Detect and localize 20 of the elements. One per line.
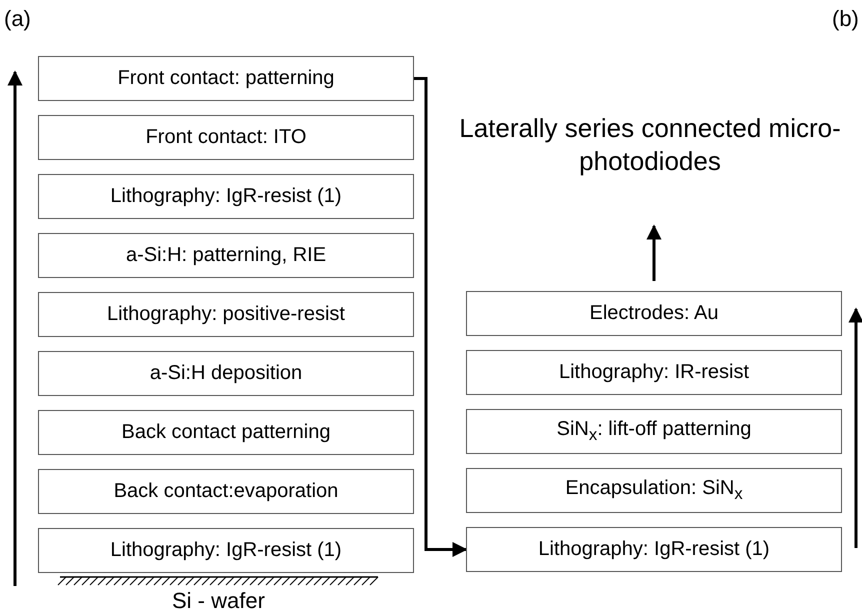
substrate-label: Si - wafer xyxy=(172,588,265,614)
process-box: Lithography: IgR-resist (1) xyxy=(38,528,414,573)
process-box: Lithography: positive-resist xyxy=(38,292,414,337)
result-heading: Laterally series connected micro-photodiodes xyxy=(458,112,842,177)
process-box: Encapsulation: SiN$_{x}$ xyxy=(466,468,842,513)
arrow xyxy=(414,77,468,557)
arrow xyxy=(646,224,662,281)
process-box: Back contact:evaporation xyxy=(38,469,414,514)
process-box: Lithography: IgR-resist (1) xyxy=(38,174,414,219)
process-box: Electrodes: Au xyxy=(466,291,842,336)
process-box: Lithography: IR-resist xyxy=(466,350,842,395)
process-box: Back contact patterning xyxy=(38,410,414,455)
process-box: a-Si:H: patterning, RIE xyxy=(38,233,414,278)
process-box: Front contact: patterning xyxy=(38,56,414,101)
process-box: SiN$_{x}$: lift-off patterning xyxy=(466,409,842,454)
panel-label: (a) xyxy=(4,6,31,32)
process-box: Front contact: ITO xyxy=(38,115,414,160)
panel-label: (b) xyxy=(832,6,859,32)
process-box: a-Si:H deposition xyxy=(38,351,414,396)
process-box: Lithography: IgR-resist (1) xyxy=(466,527,842,572)
